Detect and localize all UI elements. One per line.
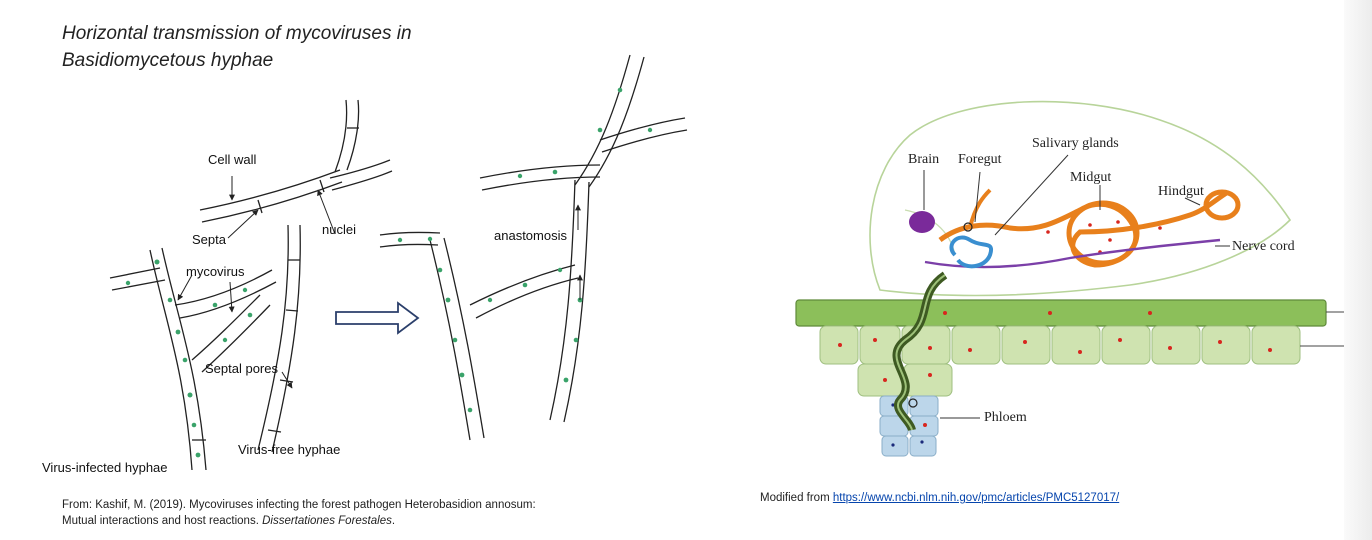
anastomosis-arrow-marks — [575, 204, 583, 300]
left-caption-prefix: Mutual interactions and host reactions. — [62, 515, 263, 527]
infected-spores — [125, 259, 253, 458]
anastomosed-hyphae — [379, 54, 688, 441]
left-caption-journal: Dissertationes Forestales — [262, 515, 392, 527]
label-virus-infected: Virus-infected hyphae — [42, 460, 168, 475]
right-caption: Modified from https://www.ncbi.nlm.nih.g… — [760, 490, 1119, 506]
label-anastomosis: anastomosis — [494, 228, 567, 243]
left-annotation-arrows — [177, 176, 336, 389]
label-septa: Septa — [192, 232, 226, 247]
stylet-core — [895, 274, 946, 431]
left-title-line1: Horizontal transmission of mycoviruses i… — [62, 23, 412, 44]
label-brain: Brain — [908, 152, 940, 167]
label-nerve-cord: Nerve cord — [1232, 239, 1295, 254]
left-title: Horizontal transmission of mycoviruses i… — [62, 20, 412, 74]
label-hindgut: Hindgut — [1158, 184, 1204, 199]
brain-shape — [909, 211, 935, 233]
label-foregut: Foregut — [958, 152, 1002, 167]
phloem-dots — [891, 403, 924, 447]
label-nuclei: nuclei — [322, 222, 356, 237]
label-virus-free: Virus-free hyphae — [238, 442, 341, 457]
hindgut-loop — [1203, 189, 1241, 221]
left-caption-line1: From: Kashif, M. (2019). Mycoviruses inf… — [62, 499, 536, 511]
salivary-glands-shape — [949, 235, 994, 269]
transmission-arrow — [335, 301, 420, 335]
label-mycovirus: mycovirus — [186, 264, 245, 279]
left-caption: From: Kashif, M. (2019). Mycoviruses inf… — [62, 497, 536, 529]
left-caption-line2: Mutual interactions and host reactions. … — [62, 513, 536, 529]
right-caption-prefix: Modified from — [760, 492, 833, 504]
stylet-tip-marker — [908, 398, 918, 408]
midgut-shape — [1066, 200, 1140, 266]
right-annotation-lines — [923, 154, 1230, 419]
virus-free-hyphae — [199, 99, 393, 453]
label-cell-wall: Cell wall — [208, 152, 257, 167]
right-edge-scrollbar[interactable] — [1344, 0, 1372, 540]
leaf-mesophyll-cells — [819, 325, 1301, 397]
leaf-epidermis — [795, 299, 1327, 327]
septa-marks — [192, 127, 359, 441]
infected-hyphae — [109, 247, 277, 471]
left-title-line2: Basidiomycetous hyphae — [62, 50, 274, 71]
label-septal-pores: Septal pores — [205, 361, 278, 376]
label-salivary-glands: Salivary glands — [1032, 136, 1119, 151]
label-phloem: Phloem — [984, 410, 1027, 425]
source-link[interactable]: https://www.ncbi.nlm.nih.gov/pmc/article… — [832, 492, 1120, 504]
left-caption-suffix: . — [391, 515, 396, 527]
label-midgut: Midgut — [1070, 170, 1112, 185]
insect-outline — [869, 100, 1292, 297]
foregut-marker — [963, 222, 973, 232]
anastomosis-spores — [397, 87, 653, 413]
alimentary-canal — [938, 189, 1230, 268]
foregut-tube — [968, 188, 992, 229]
